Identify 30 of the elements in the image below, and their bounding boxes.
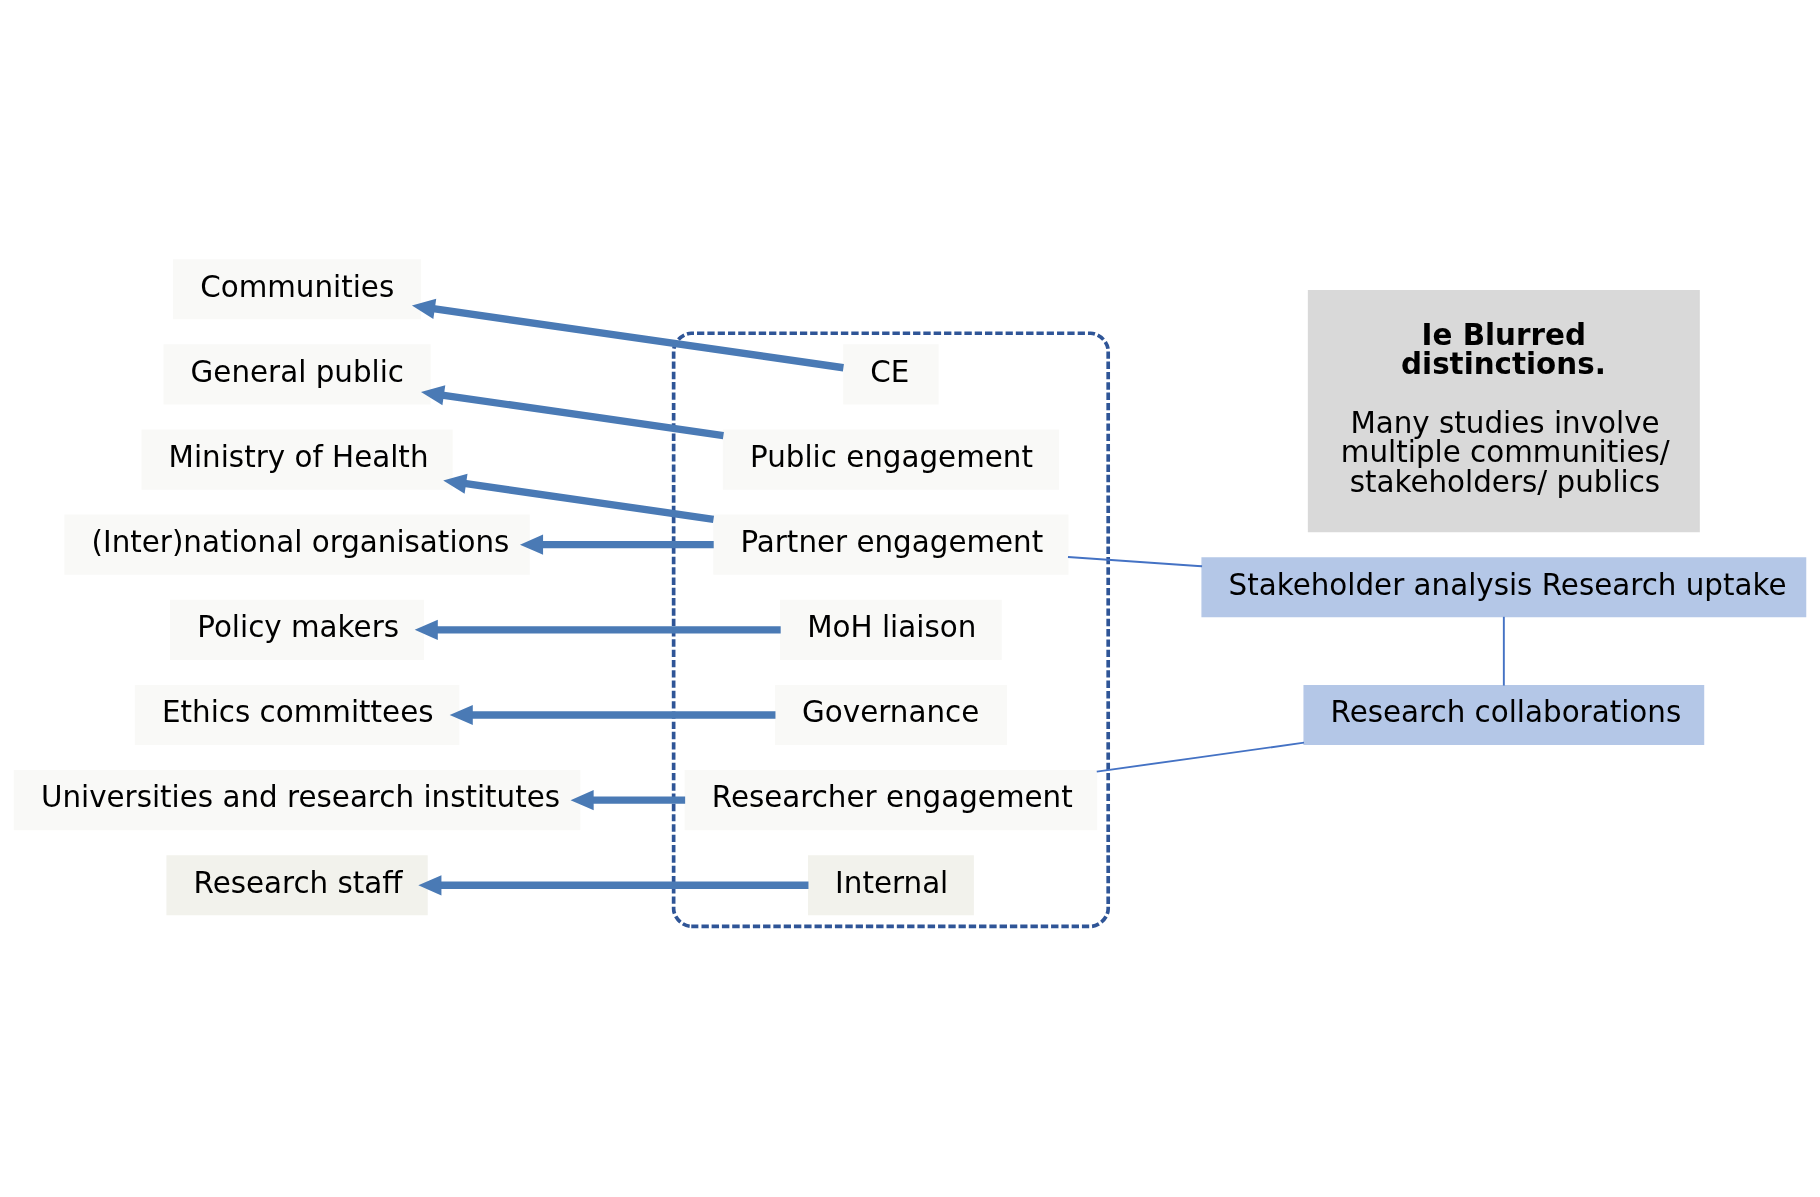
node-box: Internal [807, 854, 974, 915]
arrow [414, 619, 781, 640]
node-box: Research collaborations [1303, 684, 1705, 745]
arrow [443, 473, 715, 523]
node-box: Partner engagement [713, 514, 1069, 575]
node-box: Researcher engagement [684, 769, 1098, 830]
node-box: Ie Blurred distinctions. Many studies involve multiple communities/ stakeholders/ publics [1307, 289, 1700, 532]
node-box: Policy makers [170, 599, 425, 660]
arrow [519, 534, 714, 555]
connector [1502, 615, 1505, 686]
connector [1067, 555, 1204, 567]
node-box: CE [843, 343, 939, 404]
node-box: Governance [774, 684, 1007, 745]
node-box: Public engagement [722, 428, 1059, 490]
node-box: (Inter)national organisations [64, 514, 530, 575]
connector [1095, 741, 1305, 773]
cluster [671, 330, 1111, 928]
node-box: Universities and research institutes [13, 769, 581, 830]
node-box: Research staff [166, 854, 428, 915]
node-box: Communities [173, 258, 422, 319]
node-box: Ministry of Health [141, 428, 453, 490]
arrow [570, 789, 686, 810]
node-box: General public [163, 343, 431, 404]
node-box: Ethics committees [134, 684, 460, 745]
arrow [411, 298, 844, 371]
node-box: MoH liaison [780, 599, 1002, 660]
arrow [449, 704, 776, 725]
arrow [420, 384, 724, 439]
node-box: Stakeholder analysis Research uptake [1201, 556, 1807, 617]
arrow [418, 874, 809, 895]
